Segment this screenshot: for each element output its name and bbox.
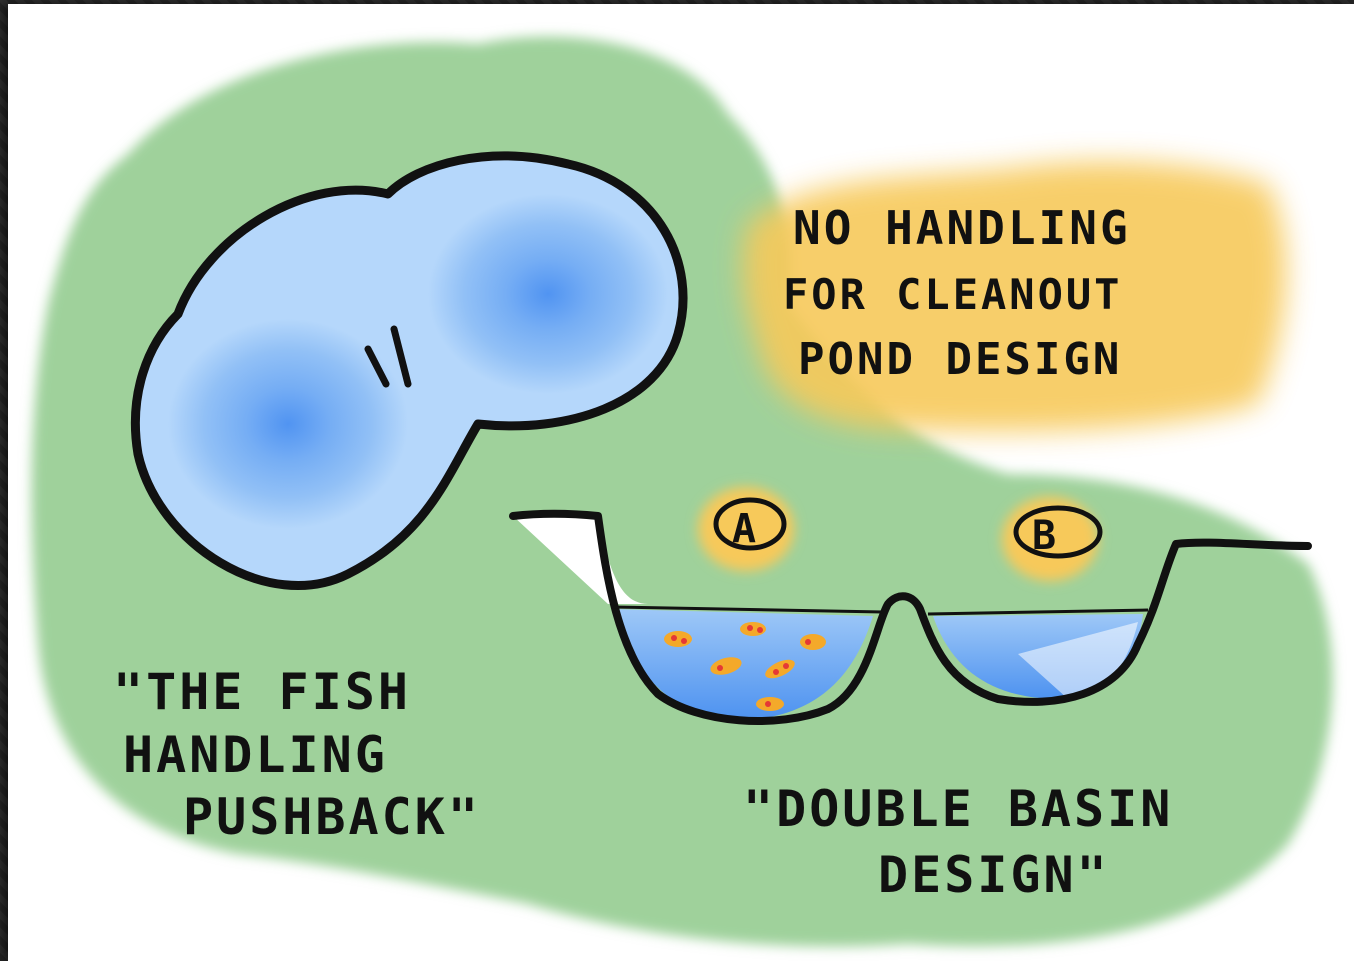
right-caption-line-1: "DOUBLE BASIN (743, 780, 1173, 838)
fish-icon (756, 697, 784, 711)
sketch-canvas: NO HANDLING FOR CLEANOUT POND DESIGN (8, 4, 1354, 961)
marker-b-label: B (1032, 513, 1059, 559)
right-caption-line-2: DESIGN" (878, 846, 1110, 904)
fish-icon (740, 622, 766, 636)
title-line-3: POND DESIGN (798, 334, 1122, 385)
fish-icon (800, 634, 826, 650)
title-line-2: FOR CLEANOUT (783, 270, 1122, 319)
fish-icon (664, 631, 692, 647)
marker-a-label: A (732, 506, 759, 552)
sketch-svg: NO HANDLING FOR CLEANOUT POND DESIGN (8, 4, 1354, 961)
marker-a: A (698, 487, 794, 571)
left-caption-line-1: "THE FISH (113, 663, 411, 721)
left-caption-line-2: HANDLING (123, 726, 388, 784)
left-caption-line-3: PUSHBACK" (183, 788, 481, 846)
title-block: NO HANDLING FOR CLEANOUT POND DESIGN (783, 201, 1131, 385)
title-line-1: NO HANDLING (793, 201, 1131, 255)
